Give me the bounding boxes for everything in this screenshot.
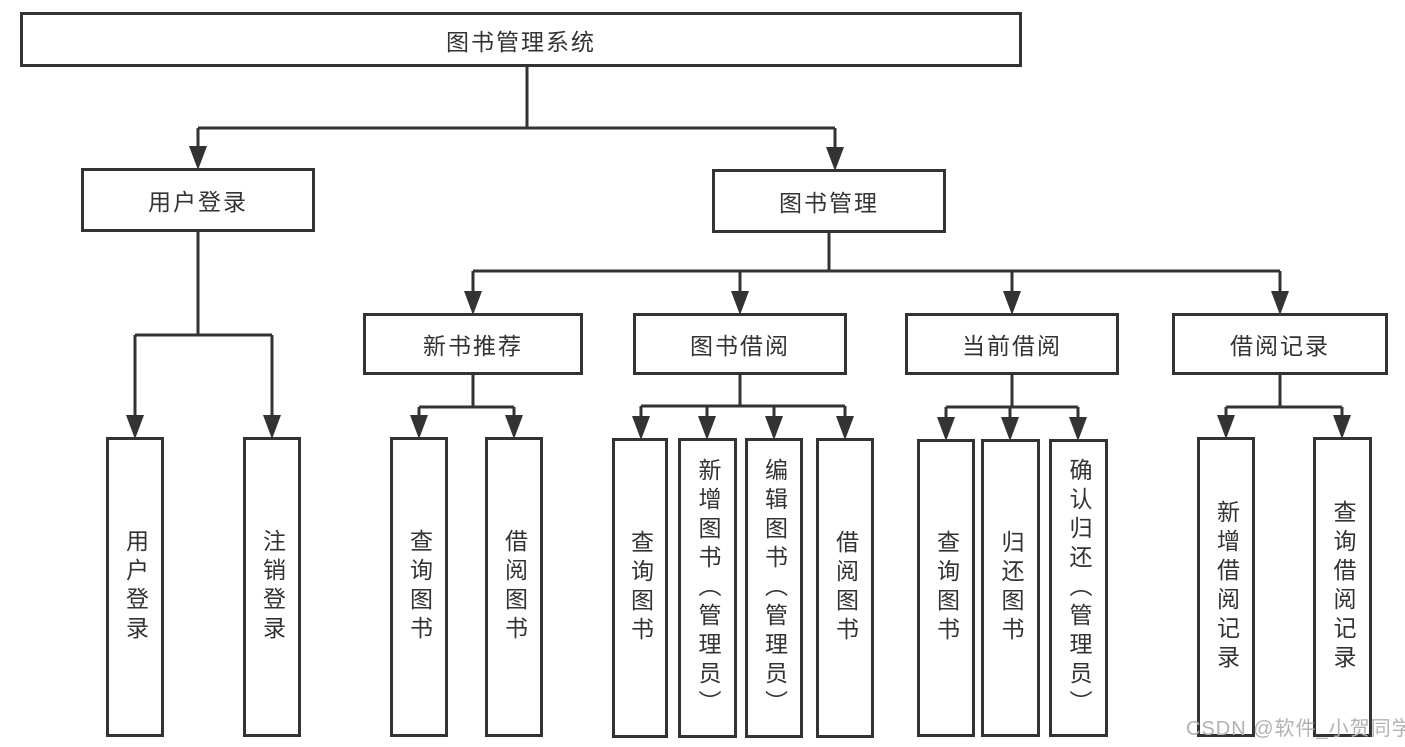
leaf-user-login: 用户登录: [106, 437, 164, 737]
node-user-login: 用户登录: [81, 168, 315, 232]
leaf-borrow-books-recommend: 借阅图书: [485, 437, 543, 737]
csdn-watermark: CSDN @软件_小贺同学: [1186, 718, 1405, 740]
node-current-borrow: 当前借阅: [905, 313, 1119, 375]
leaf-query-books-borrow: 查询图书: [612, 438, 668, 738]
leaf-query-borrow-record: 查询借阅记录: [1313, 437, 1372, 737]
leaf-add-book-admin: 新增图书（管理员）: [678, 438, 737, 738]
arrowhead-icons: [126, 146, 1351, 441]
leaf-logout: 注销登录: [243, 437, 301, 737]
node-book-borrow: 图书借阅: [633, 313, 847, 375]
leaf-borrow-book: 借阅图书: [816, 438, 874, 738]
leaf-return-book: 归还图书: [981, 439, 1040, 737]
leaf-add-borrow-record: 新增借阅记录: [1197, 437, 1255, 737]
leaf-query-books-recommend: 查询图书: [390, 437, 448, 737]
node-book-management: 图书管理: [712, 169, 946, 233]
leaf-confirm-return-admin: 确认归还（管理员）: [1049, 439, 1108, 737]
leaf-query-books-current: 查询图书: [917, 439, 975, 737]
node-borrow-records: 借阅记录: [1172, 313, 1388, 375]
root-node-system: 图书管理系统: [20, 12, 1022, 67]
node-new-book-recommend: 新书推荐: [363, 313, 583, 375]
leaf-edit-book-admin: 编辑图书（管理员）: [745, 438, 803, 738]
